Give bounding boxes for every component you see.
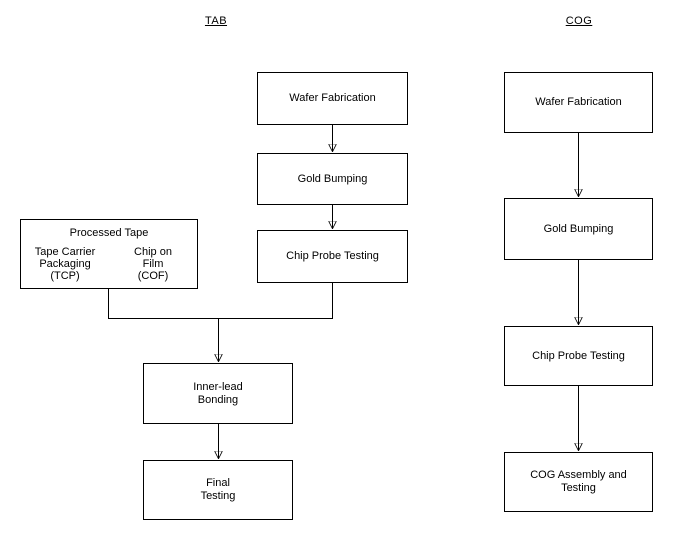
node-cog-chip-probe-testing: Chip Probe Testing	[504, 326, 653, 386]
node-cog-gold-bumping: Gold Bumping	[504, 198, 653, 260]
node-processed-tape: Processed Tape Tape Carrier Packaging (T…	[20, 219, 198, 289]
node-tab-chip-probe-testing: Chip Probe Testing	[257, 230, 408, 283]
node-tab-wafer-fabrication: Wafer Fabrication	[257, 72, 408, 125]
node-final-testing: Final Testing	[143, 460, 293, 520]
node-tab-gold-bumping: Gold Bumping	[257, 153, 408, 205]
node-inner-lead-bonding: Inner-lead Bonding	[143, 363, 293, 424]
processed-tape-option-cof: Chip on Film (COF)	[134, 246, 172, 282]
node-cog-wafer-fabrication: Wafer Fabrication	[504, 72, 653, 133]
node-cog-assembly-and-testing: COG Assembly and Testing	[504, 452, 653, 512]
processed-tape-title: Processed Tape	[69, 227, 149, 239]
processed-tape-option-tcp: Tape Carrier Packaging (TCP)	[34, 246, 96, 282]
tab-column-title: TAB	[204, 15, 228, 27]
cog-column-title: COG	[565, 15, 593, 27]
